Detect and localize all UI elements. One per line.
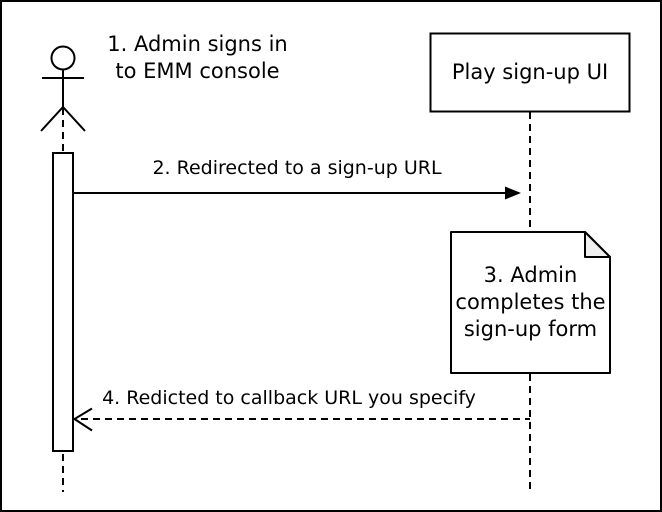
solid-arrowhead-icon <box>505 186 521 200</box>
message-2-arrow <box>74 186 521 200</box>
actor-head <box>50 45 76 71</box>
message-4-arrow <box>72 407 530 432</box>
note-label: 3. Admin completes the sign-up form <box>455 263 606 341</box>
actor-legs <box>40 105 86 132</box>
actor-icon <box>40 45 86 132</box>
message-4-label: 4. Redicted to callback URL you specify <box>102 387 476 409</box>
participant-box <box>429 32 631 113</box>
note-shape <box>450 231 611 374</box>
note-fold-icon <box>584 231 611 258</box>
actor-caption: 1. Admin signs in to EMM console <box>107 32 288 83</box>
message-2-label: 2. Redirected to a sign-up URL <box>152 157 442 179</box>
participant-label: Play sign-up UI <box>451 60 609 84</box>
activation-bar <box>52 152 74 452</box>
open-arrowhead-icon <box>72 407 93 432</box>
